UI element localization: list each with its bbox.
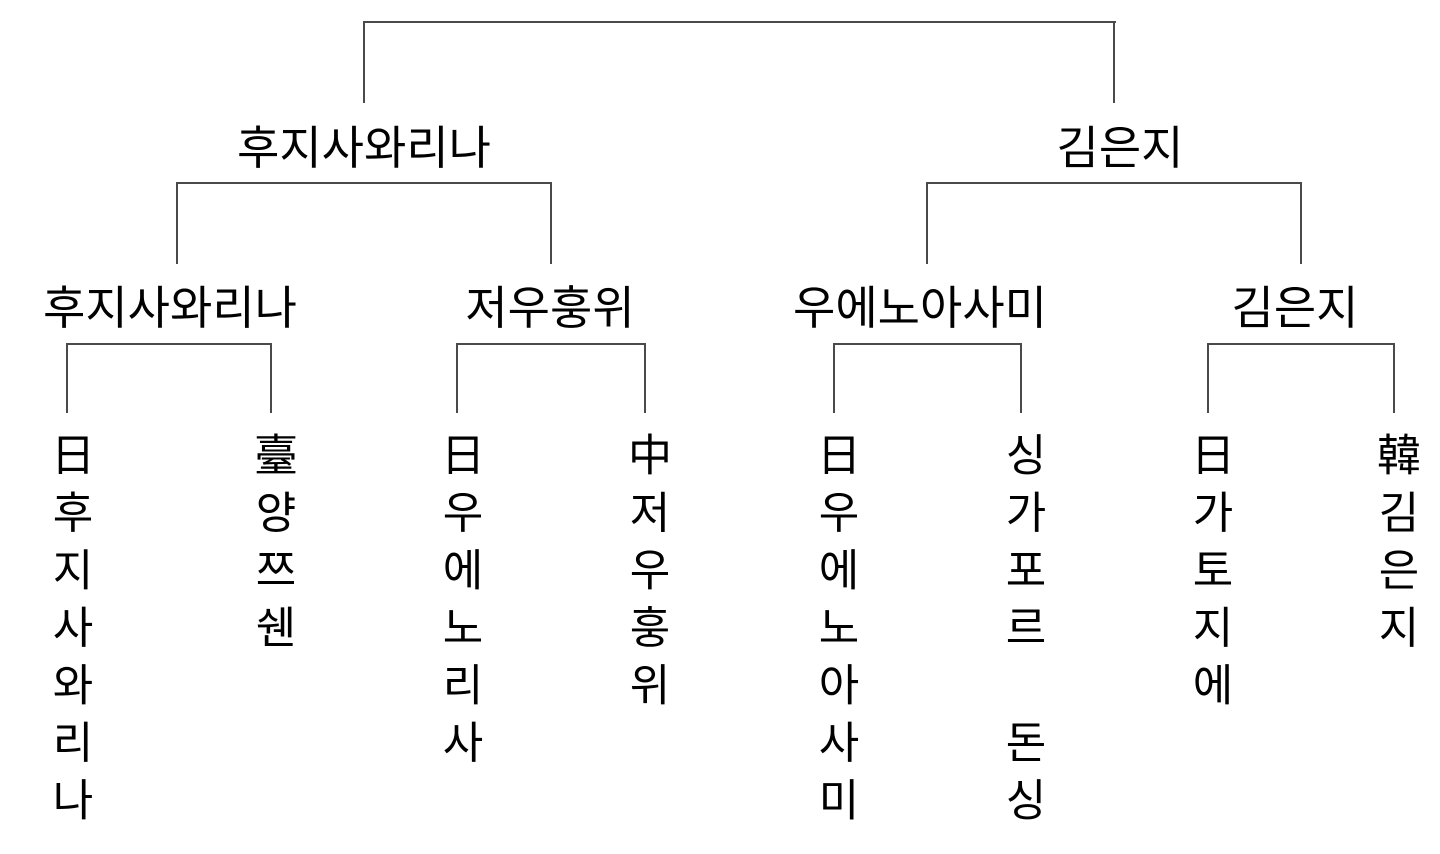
player-name: 韓김은지 <box>1369 432 1420 662</box>
semifinal-bracket-left <box>176 182 178 264</box>
quarterfinal-bracket-right <box>1393 343 1395 413</box>
player-name: 싱가포르 돈싱 <box>996 432 1047 835</box>
player-name: 日가토지에 <box>1183 432 1234 720</box>
quarterfinal-bracket-left <box>1207 343 1209 413</box>
player-name: 臺양쯔쉔 <box>246 432 297 662</box>
quarterfinal-label: 우에노아사미 <box>793 281 1047 335</box>
player-name: 日우에노아사미 <box>809 432 860 835</box>
quarterfinal-bracket-bar <box>1207 343 1395 345</box>
player-name: 中저우훙위 <box>620 432 671 720</box>
player-name: 日우에노리사 <box>433 432 484 777</box>
semifinal-bracket-bar <box>176 182 552 184</box>
semifinal-bracket-bar <box>926 182 1302 184</box>
final-bracket-right <box>1113 21 1115 103</box>
quarterfinal-label: 김은지 <box>1231 281 1359 335</box>
semifinal-bracket-right <box>550 182 552 264</box>
final-bracket-left <box>363 21 365 103</box>
semifinal-label-left: 후지사와리나 <box>237 121 491 175</box>
quarterfinal-bracket-bar <box>66 343 272 345</box>
quarterfinal-label: 후지사와리나 <box>43 281 297 335</box>
quarterfinal-label: 저우훙위 <box>465 281 635 335</box>
quarterfinal-bracket-left <box>456 343 458 413</box>
quarterfinal-bracket-right <box>270 343 272 413</box>
semifinal-label-right: 김은지 <box>1056 121 1184 175</box>
quarterfinal-bracket-left <box>66 343 68 413</box>
quarterfinal-bracket-bar <box>833 343 1022 345</box>
quarterfinal-bracket-bar <box>456 343 646 345</box>
quarterfinal-bracket-right <box>1020 343 1022 413</box>
quarterfinal-bracket-right <box>644 343 646 413</box>
quarterfinal-bracket-left <box>833 343 835 413</box>
semifinal-bracket-left <box>926 182 928 264</box>
semifinal-bracket-right <box>1300 182 1302 264</box>
player-name: 日후지사와리나 <box>43 432 94 835</box>
final-bracket-bar <box>364 21 1116 23</box>
